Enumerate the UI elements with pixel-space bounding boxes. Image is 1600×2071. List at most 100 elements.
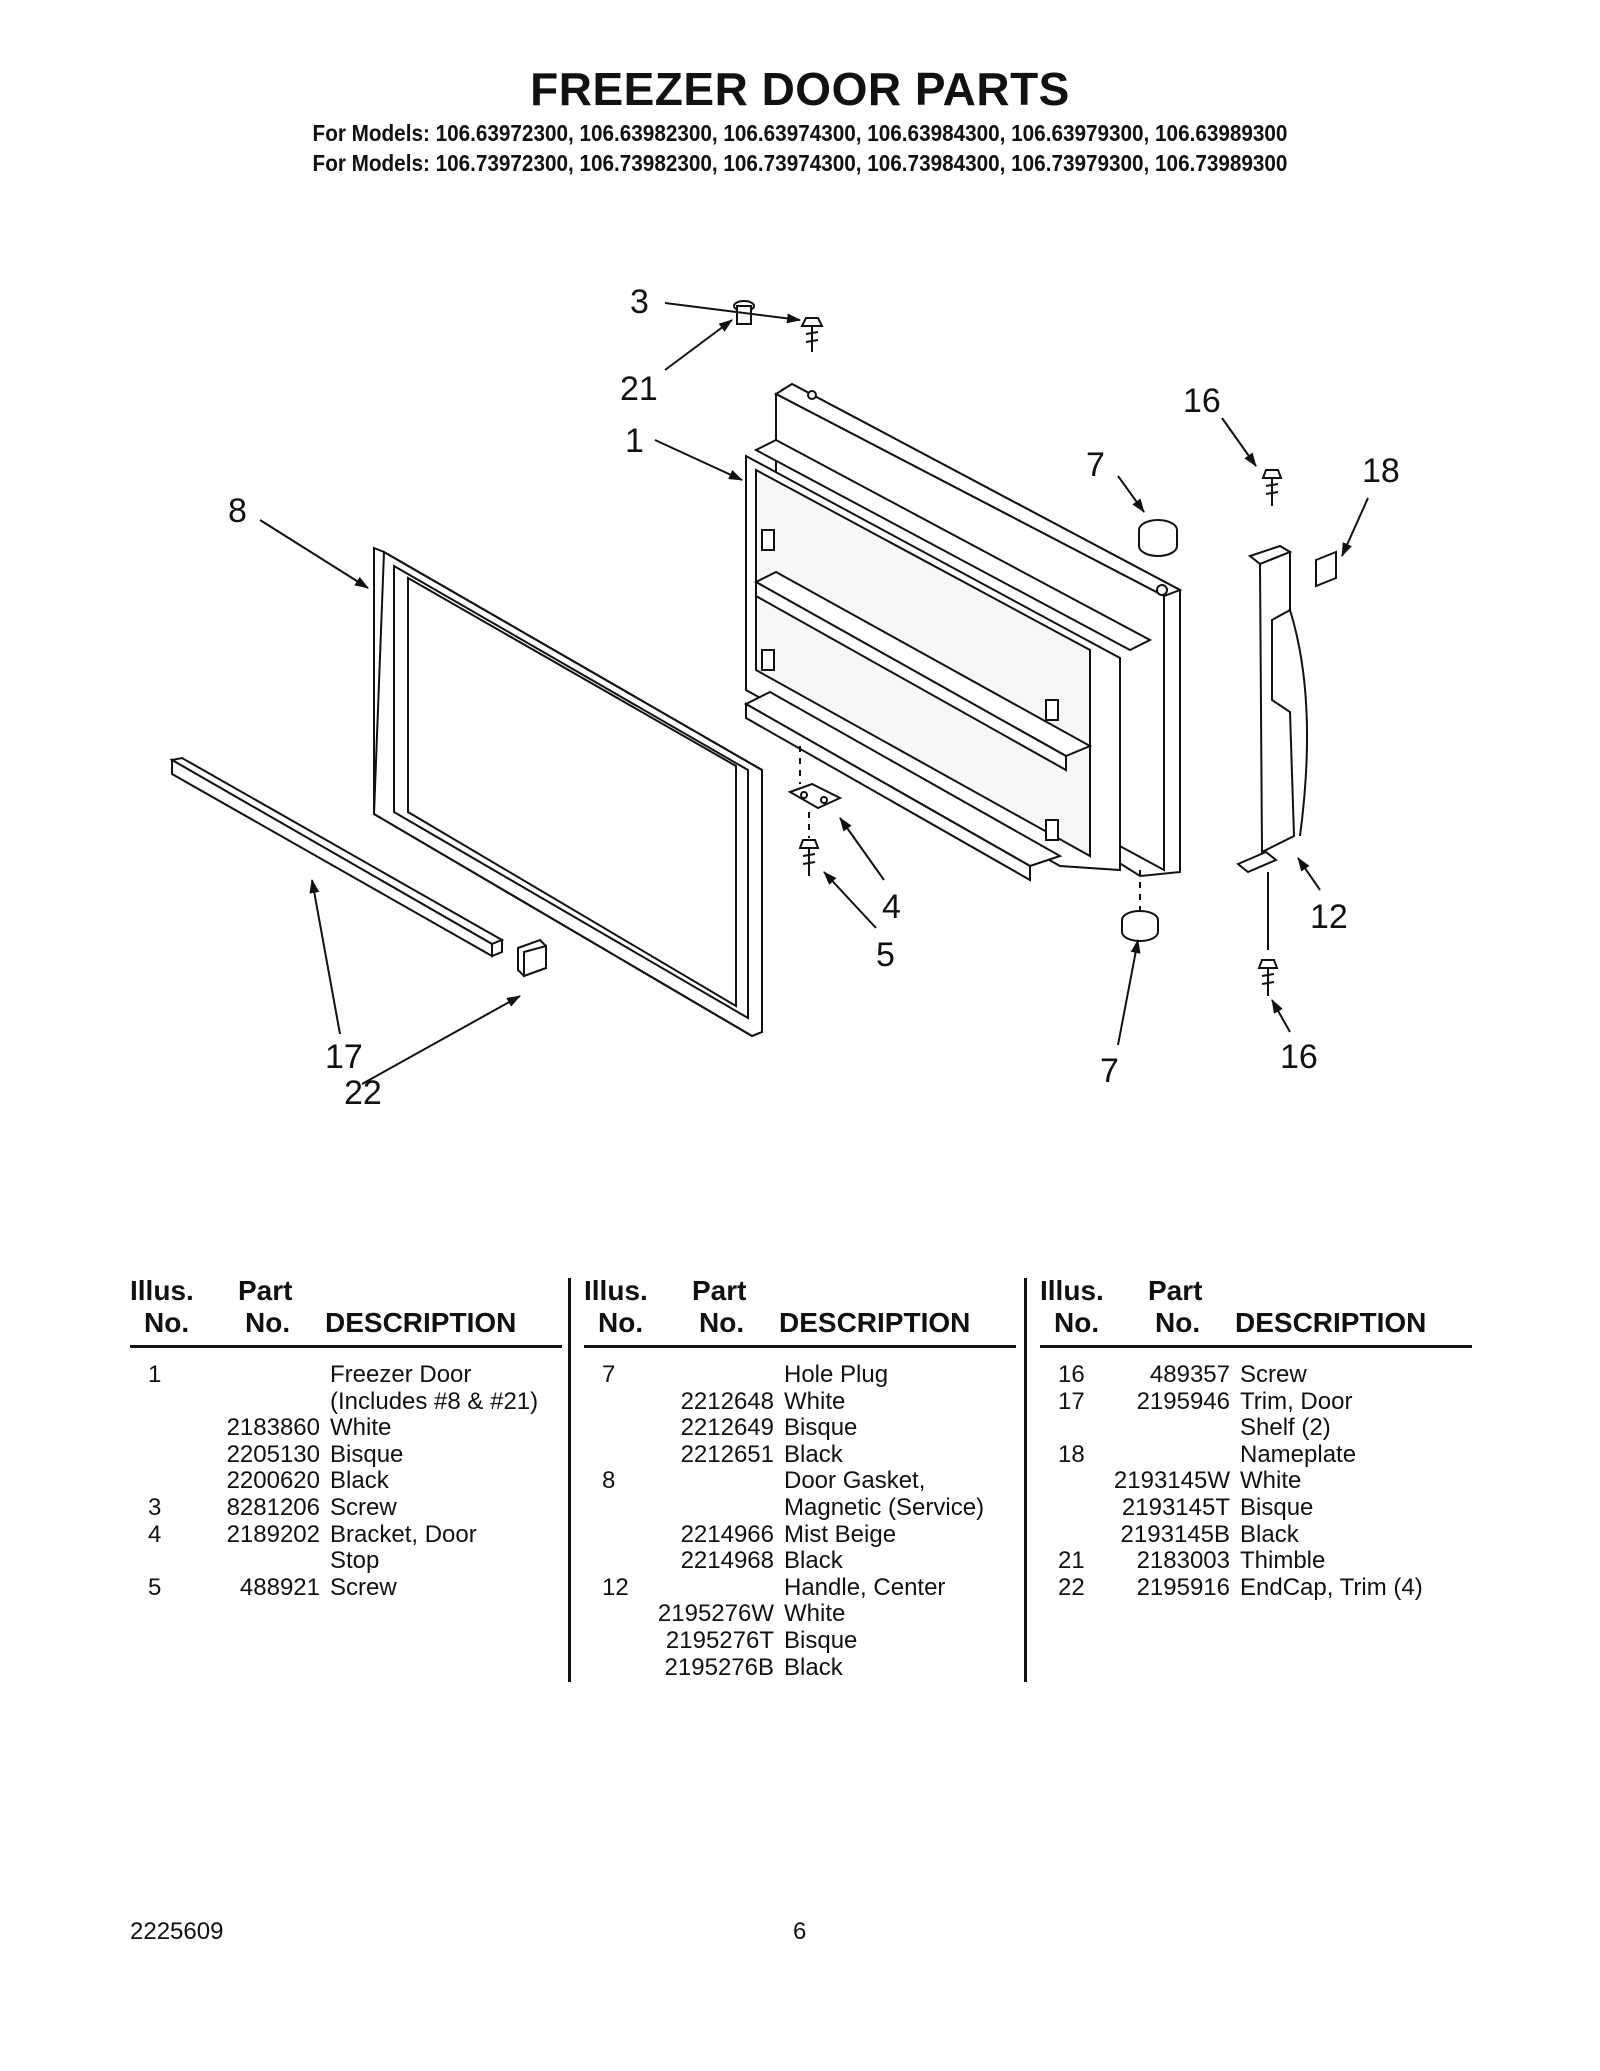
- exploded-parts-diagram: 3 21 1 16 7 18 8 4 5 12 17 22 7 16: [169, 283, 1400, 1112]
- table-row: 2183860 White: [130, 1415, 562, 1442]
- table-row: 1 Freezer Door: [130, 1361, 562, 1389]
- header-illus-no: No.: [1054, 1307, 1100, 1338]
- part-description: Freezer Door: [330, 1361, 472, 1388]
- part-description: Black: [330, 1467, 389, 1495]
- part-number: 2212648: [680, 1387, 774, 1415]
- header-illus-no: No.: [144, 1307, 190, 1338]
- screw-16-bottom: [1257, 959, 1279, 996]
- part-number: 2212649: [680, 1414, 774, 1442]
- table-row: (Includes #8 & #21): [130, 1387, 562, 1416]
- callout-7-bottom: 7: [1100, 1052, 1119, 1090]
- table-row: 2193145W White: [1040, 1468, 1472, 1495]
- illus-number: 21: [1058, 1547, 1085, 1575]
- part-description: Trim, Door: [1240, 1387, 1353, 1415]
- part-description: White: [1240, 1467, 1302, 1495]
- part-description: Bisque: [330, 1440, 404, 1468]
- part-description: Shelf (2): [1240, 1414, 1331, 1442]
- callout-18: 18: [1362, 452, 1400, 490]
- part-number: 489357: [1149, 1361, 1230, 1388]
- header-illus-no: No.: [598, 1307, 644, 1338]
- part-description: EndCap, Trim (4): [1240, 1573, 1423, 1601]
- callout-5: 5: [876, 936, 895, 974]
- door-shelf-trim: [169, 756, 505, 958]
- table-row: 2205130 Bisque: [130, 1440, 562, 1469]
- part-description: Bisque: [784, 1626, 858, 1654]
- screw-3: [800, 317, 824, 352]
- hole-plug-top-7: [1138, 519, 1178, 557]
- part-description: Mist Beige: [784, 1520, 897, 1548]
- header-part-no: No.: [1155, 1307, 1201, 1338]
- header-part: Part: [1148, 1275, 1203, 1306]
- part-number: 2193145B: [1120, 1520, 1230, 1548]
- part-number: 2214968: [680, 1547, 774, 1575]
- part-description: Thimble: [1240, 1547, 1326, 1575]
- table-row: 2212649 Bisque: [584, 1415, 1016, 1442]
- callout-22: 22: [344, 1074, 382, 1112]
- part-number: 2214966: [680, 1520, 774, 1548]
- callout-21: 21: [620, 370, 658, 408]
- part-description: Bisque: [784, 1414, 858, 1442]
- table-row: 2212648 White: [584, 1387, 1016, 1416]
- part-description: Handle, Center: [784, 1573, 946, 1601]
- handle-center: [1236, 544, 1309, 950]
- part-description: White: [330, 1414, 392, 1442]
- part-description: Hole Plug: [784, 1361, 889, 1388]
- callout-8: 8: [228, 492, 247, 530]
- part-description: Bracket, Door: [330, 1520, 477, 1548]
- document-number: 2225609: [130, 1918, 224, 1945]
- column-divider-2: [1024, 1278, 1027, 1682]
- part-number: 2193145W: [1113, 1467, 1230, 1495]
- parts-list-column-1: Illus. No. Part No. DESCRIPTION 1 Freezer…: [130, 1275, 562, 1601]
- part-description: Door Gasket,: [784, 1467, 926, 1495]
- part-description: Screw: [330, 1573, 397, 1601]
- table-row: 2195276T Bisque: [584, 1626, 1016, 1655]
- part-description: Black: [784, 1440, 843, 1468]
- bracket-door-stop: [787, 746, 843, 810]
- parts-list-header: Illus. No. Part No. DESCRIPTION: [584, 1275, 1016, 1348]
- part-number: 2195276B: [664, 1653, 774, 1681]
- callout-16-bottom: 16: [1280, 1038, 1318, 1076]
- illus-number: 17: [1058, 1387, 1085, 1415]
- header-description: DESCRIPTION: [779, 1307, 971, 1338]
- part-number: 2195276T: [665, 1626, 774, 1654]
- part-description: Screw: [330, 1493, 397, 1521]
- callout-7-top: 7: [1086, 446, 1105, 484]
- illus-number: 7: [602, 1361, 616, 1388]
- nameplate: [1315, 550, 1337, 588]
- part-description: Nameplate: [1240, 1440, 1357, 1468]
- table-row: 8 Door Gasket,: [584, 1468, 1016, 1495]
- part-number: 2195946: [1136, 1387, 1230, 1415]
- header-part: Part: [238, 1275, 293, 1306]
- part-description: White: [784, 1600, 846, 1628]
- table-row: Magnetic (Service): [584, 1494, 1016, 1522]
- illus-number: 12: [602, 1573, 629, 1601]
- parts-list-header: Illus. No. Part No. DESCRIPTION: [130, 1275, 562, 1348]
- part-number: 2183860: [226, 1414, 320, 1442]
- part-number: 2205130: [226, 1440, 320, 1468]
- illus-number: 18: [1058, 1440, 1085, 1468]
- part-description: White: [784, 1387, 846, 1415]
- part-description: Stop: [330, 1547, 380, 1575]
- illus-number: 1: [148, 1361, 162, 1388]
- illus-number: 8: [602, 1467, 616, 1495]
- parts-rows: 1 Freezer Door(Includes #8 & #21) 2183860 W…: [130, 1361, 562, 1602]
- header-illus: Illus.: [130, 1275, 194, 1306]
- illus-number: 16: [1058, 1361, 1085, 1388]
- illus-number: 3: [148, 1493, 162, 1521]
- header-illus: Illus.: [1040, 1275, 1104, 1306]
- part-number: 2189202: [226, 1520, 320, 1548]
- header-part-no: No.: [245, 1307, 291, 1338]
- part-description: (Includes #8 & #21): [330, 1387, 539, 1415]
- part-number: 2193145T: [1121, 1493, 1230, 1521]
